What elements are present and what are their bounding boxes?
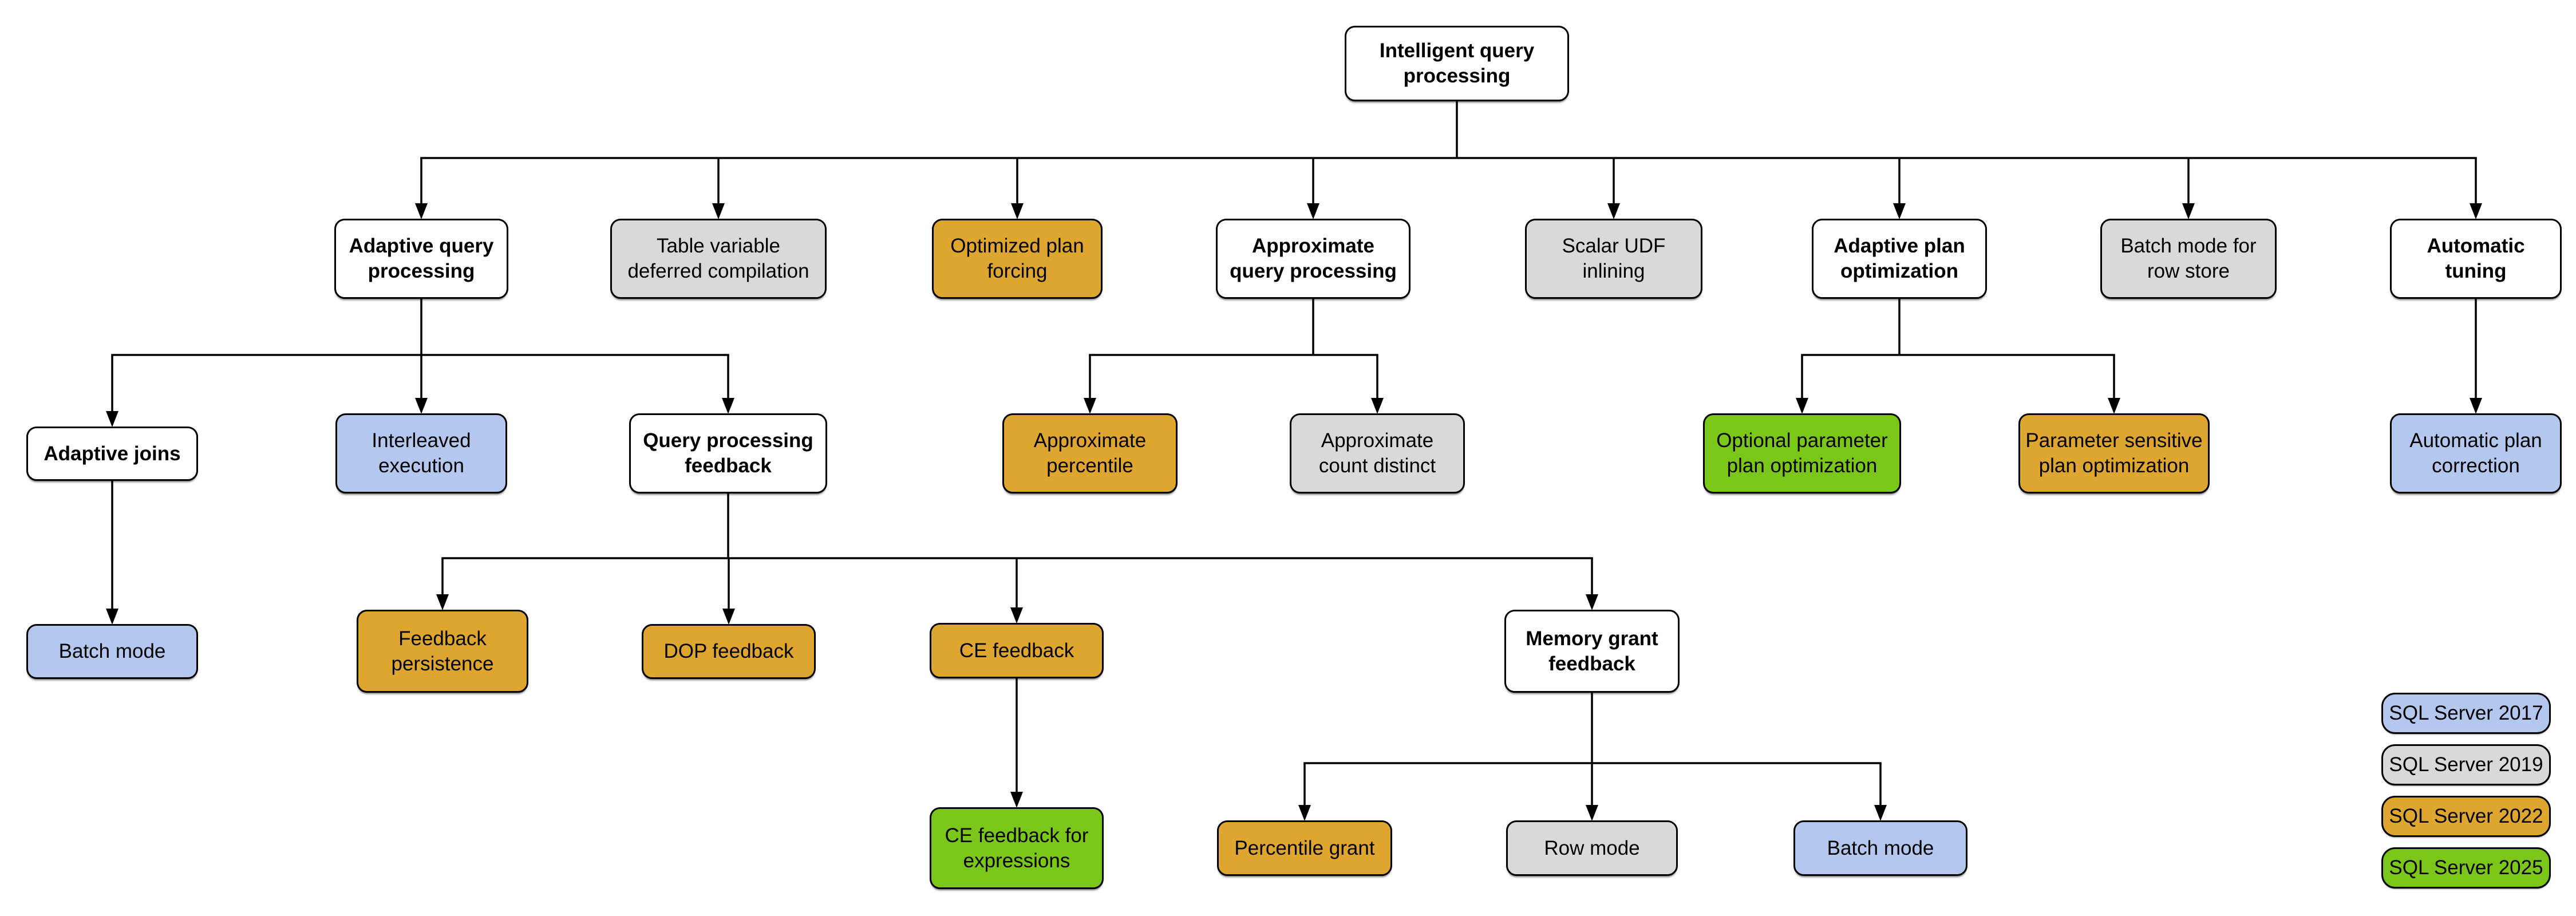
node-batch-mode-adaptive-joins: Batch mode (26, 624, 198, 679)
legend-item-sql-server-2017: SQL Server 2017 (2381, 693, 2551, 734)
node-batch-mode-for-row-store: Batch mode for row store (2100, 219, 2277, 299)
node-label: Query processing feedback (643, 429, 813, 477)
node-label: Adaptive query processing (349, 235, 494, 282)
node-automatic-tuning: Automatic tuning (2390, 219, 2562, 299)
node-label: Approximate query processing (1230, 235, 1397, 282)
node-ce-feedback-for-expressions: CE feedback for expressions (930, 807, 1104, 889)
node-label: Approximate percentile (1033, 429, 1147, 477)
node-label: Automatic plan correction (2409, 429, 2542, 477)
node-approximate-count-distinct: Approximate count distinct (1290, 413, 1465, 493)
node-label: Table variable deferred compilation (627, 235, 809, 282)
node-memory-grant-feedback: Memory grant feedback (1504, 610, 1680, 693)
node-interleaved-execution: Interleaved execution (335, 413, 507, 493)
node-ce-feedback: CE feedback (930, 623, 1104, 678)
legend-item-sql-server-2025: SQL Server 2025 (2381, 847, 2551, 889)
node-label: Interleaved execution (372, 429, 471, 477)
node-label: Adaptive joins (44, 442, 181, 465)
node-label: Optimized plan forcing (950, 235, 1084, 282)
node-label: Optional parameter plan optimization (1716, 429, 1888, 477)
node-label: Scalar UDF inlining (1562, 235, 1666, 282)
legend-label: SQL Server 2019 (2389, 753, 2543, 776)
node-automatic-plan-correction: Automatic plan correction (2390, 413, 2562, 493)
legend-label: SQL Server 2017 (2389, 702, 2543, 724)
node-batch-mode-memory-grant: Batch mode (1793, 820, 1967, 876)
node-label: Feedback persistence (391, 627, 494, 675)
node-label: Batch mode (1827, 836, 1934, 859)
node-label: Batch mode (58, 640, 166, 662)
node-intelligent-query-processing: Intelligent query processing (1345, 26, 1569, 101)
node-label: Percentile grant (1234, 836, 1375, 859)
legend-item-sql-server-2019: SQL Server 2019 (2381, 744, 2551, 785)
node-label: Intelligent query processing (1379, 40, 1535, 87)
node-label: Automatic tuning (2427, 235, 2525, 282)
node-percentile-grant: Percentile grant (1217, 820, 1392, 876)
node-label: CE feedback (959, 639, 1074, 662)
node-approximate-query-processing: Approximate query processing (1216, 219, 1411, 299)
node-optimized-plan-forcing: Optimized plan forcing (932, 219, 1103, 299)
node-label: Adaptive plan optimization (1834, 235, 1965, 282)
node-row-mode: Row mode (1506, 820, 1678, 876)
node-optional-parameter-plan-optimization: Optional parameter plan optimization (1703, 413, 1901, 493)
node-scalar-udf-inlining: Scalar UDF inlining (1525, 219, 1702, 299)
node-approximate-percentile: Approximate percentile (1002, 413, 1178, 493)
node-adaptive-joins: Adaptive joins (26, 427, 198, 481)
node-query-processing-feedback: Query processing feedback (629, 413, 827, 493)
node-label: Approximate count distinct (1318, 429, 1436, 477)
node-label: Parameter sensitive plan optimization (2025, 429, 2203, 477)
node-adaptive-plan-optimization: Adaptive plan optimization (1812, 219, 1987, 299)
node-parameter-sensitive-plan-optimization: Parameter sensitive plan optimization (2018, 413, 2210, 493)
legend-label: SQL Server 2022 (2389, 805, 2543, 827)
node-label: Row mode (1544, 836, 1640, 859)
node-adaptive-query-processing: Adaptive query processing (334, 219, 508, 299)
node-label: Memory grant feedback (1526, 627, 1658, 675)
node-dop-feedback: DOP feedback (642, 624, 816, 679)
node-label: Batch mode for row store (2120, 235, 2257, 282)
node-feedback-persistence: Feedback persistence (357, 610, 528, 693)
legend-item-sql-server-2022: SQL Server 2022 (2381, 796, 2551, 837)
legend-label: SQL Server 2025 (2389, 856, 2543, 879)
node-label: DOP feedback (663, 640, 794, 662)
node-label: CE feedback for expressions (945, 824, 1089, 872)
node-table-variable-deferred-compilation: Table variable deferred compilation (610, 219, 827, 299)
